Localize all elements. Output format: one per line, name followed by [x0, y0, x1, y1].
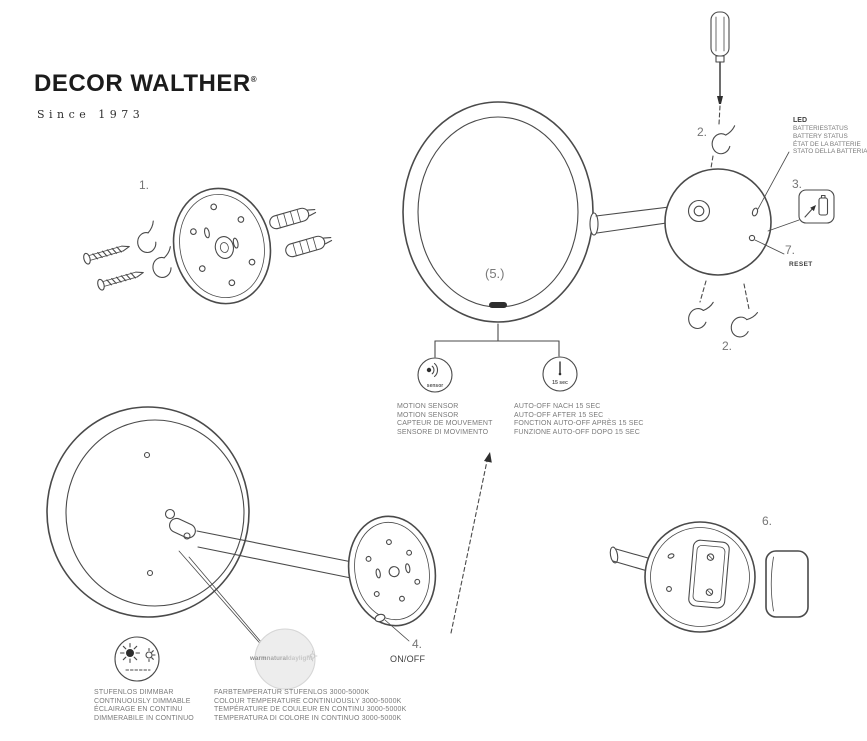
natural-label: natural [266, 655, 288, 662]
wall-anchor-icon [283, 232, 334, 259]
colour-scale-label: warmnaturaldaylight [250, 655, 312, 662]
step-7-label: 7. [785, 243, 796, 257]
colour-temperature-caption: FARBTEMPERATUR STUFENLOS 3000-5000K COLO… [214, 689, 406, 723]
mounting-screw-icon [96, 266, 146, 292]
dimmable-caption: STUFENLOS DIMMBAR CONTINUOUSLY DIMMABLE … [94, 689, 194, 723]
caption-line: FARBTEMPERATUR STUFENLOS 3000-5000K [214, 689, 370, 696]
spring-clip-icon [149, 246, 176, 280]
sensor-window-icon [489, 302, 507, 308]
cover-cap-icon [765, 550, 809, 618]
wall-bracket-drawing [589, 151, 800, 276]
caption-line: STUFENLOS DIMMBAR [94, 689, 174, 696]
brand-tagline: Since 1973 [37, 108, 145, 121]
spring-clip-icon [728, 305, 759, 341]
reset-button-icon [748, 234, 756, 242]
fifteen-sec-label: 15 sec [552, 380, 568, 386]
caption-line: BATTERY STATUS [793, 132, 848, 140]
caption-line: TEMPERATURA DI COLORE IN CONTINUO 3000-5… [214, 714, 402, 722]
mounting-hardware-drawing [82, 187, 334, 305]
battery-cover-drawing [609, 521, 809, 633]
mounting-plate-icon [172, 187, 272, 305]
spring-clip-icon [132, 220, 162, 256]
reset-label: RESET [789, 261, 813, 268]
step-4-label: 4. [412, 637, 423, 651]
brand-logo: DECOR WALTHER® [34, 70, 257, 98]
wall-anchor-icon [267, 204, 318, 231]
step-6-label: 6. [762, 514, 773, 528]
motion-sensor-icon: sensor [417, 357, 453, 393]
warm-label: warm [250, 655, 267, 662]
led-indicator-icon [751, 207, 759, 217]
battery-check-icon [798, 189, 835, 224]
screwdriver-icon [710, 11, 730, 125]
caption-line: FUNZIONE AUTO-OFF DOPO 15 SEC [514, 428, 640, 436]
caption-line: STATO DELLA BATTERIA [793, 148, 867, 156]
mirror-rear-drawing [46, 406, 353, 650]
step-2-label-bottom: 2. [722, 339, 733, 353]
caption-line: MOTION SENSOR [397, 411, 459, 419]
sensor-label: sensor [427, 383, 443, 389]
led-status-caption: LED BATTERIESTATUS BATTERY STATUS ÉTAT D… [793, 117, 867, 156]
sensor-pointer-arrow [450, 452, 492, 634]
step-1-label: 1. [139, 178, 150, 192]
auto-off-caption: AUTO-OFF NACH 15 SEC AUTO-OFF AFTER 15 S… [514, 403, 644, 437]
auto-off-icon: 15 sec [542, 356, 578, 392]
caption-line: FONCTION AUTO-OFF APRÈS 15 SEC [514, 420, 644, 428]
battery-door-icon [688, 539, 730, 609]
caption-line: BATTERIESTATUS [793, 125, 849, 132]
colour-temperature-icon [254, 628, 318, 690]
spring-clip-icon [686, 297, 714, 332]
brand-name: DECOR WALTHER [34, 70, 251, 97]
registered-mark: ® [250, 75, 258, 84]
step-3-label: 3. [792, 177, 803, 191]
caption-line: AUTO-OFF NACH 15 SEC [514, 403, 601, 410]
step-5-label: (5.) [485, 266, 505, 281]
caption-line: AUTO-OFF AFTER 15 SEC [514, 411, 604, 419]
led-title: LED [793, 117, 807, 124]
motion-sensor-caption: MOTION SENSOR MOTION SENSOR CAPTEUR DE M… [397, 403, 493, 437]
caption-line: ÉCLAIRAGE EN CONTINU [94, 706, 183, 714]
on-off-label: ON/OFF [390, 654, 426, 664]
caption-line: COLOUR TEMPERATURE CONTINUOUSLY 3000-500… [214, 697, 402, 705]
mounting-screw-icon [82, 240, 132, 266]
caption-line: CAPTEUR DE MOUVEMENT [397, 420, 493, 428]
caption-line: DIMMERABILE IN CONTINUO [94, 714, 194, 722]
caption-line: MOTION SENSOR [397, 403, 459, 410]
caption-line: CONTINUOUSLY DIMMABLE [94, 697, 191, 705]
caption-line: SENSORE DI MOVIMENTO [397, 428, 489, 436]
daylight-label: daylight [287, 655, 313, 662]
step-2-label-top: 2. [697, 125, 708, 139]
spring-clip-icon [710, 123, 736, 156]
dimmer-icon [114, 636, 160, 682]
caption-line: ÉTAT DE LA BATTERIE [793, 140, 861, 148]
wall-plate-rear-drawing [347, 515, 437, 642]
on-off-button-icon [374, 613, 386, 623]
mirror-drawing [402, 101, 594, 358]
caption-line: TEMPÉRATURE DE COULEUR EN CONTINU 3000-5… [214, 706, 407, 714]
